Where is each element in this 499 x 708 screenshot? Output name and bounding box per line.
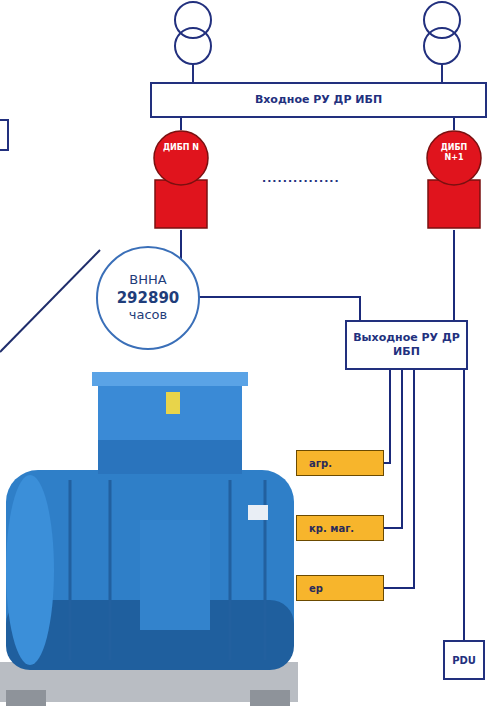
- pdu-box: PDU: [443, 640, 485, 680]
- node-text: кр. маг.: [309, 523, 354, 534]
- node-text: Входное РУ ДР ИБП: [255, 93, 382, 107]
- load-box: кр. маг.: [296, 515, 384, 541]
- callout-circle: ВННА292890часов: [96, 246, 200, 350]
- connector: [454, 118, 455, 130]
- connector: [384, 370, 402, 528]
- generator-picture: [0, 372, 298, 706]
- node-text: часов: [129, 307, 167, 323]
- leader-line: [0, 250, 100, 352]
- node-text: 292890: [117, 289, 180, 308]
- node-text: ДИБП N: [162, 143, 200, 153]
- ups-unit: ДИБП N: [152, 130, 210, 230]
- load-box: ер: [296, 575, 384, 601]
- node-text: ДИБП N+1: [435, 143, 473, 162]
- connector: [464, 370, 465, 640]
- node-text: ер: [309, 583, 323, 594]
- node-text: ВННА: [129, 272, 166, 288]
- connector: [181, 230, 360, 320]
- ups-unit: ДИБП N+1: [425, 130, 483, 230]
- connector: [454, 230, 455, 320]
- node-text: Выходное РУ ДР ИБП: [353, 331, 460, 359]
- node-text: агр.: [309, 458, 332, 469]
- switchgear-box: Входное РУ ДР ИБП: [150, 82, 487, 118]
- connector: [181, 118, 182, 130]
- transformer-symbol: [424, 2, 460, 82]
- connector: [384, 370, 414, 588]
- transformer-symbol: [175, 2, 211, 82]
- node-text: PDU: [452, 655, 476, 666]
- switchgear-box: Выходное РУ ДР ИБП: [345, 320, 468, 370]
- connector: [384, 370, 390, 463]
- load-box: агр.: [296, 450, 384, 476]
- ellipsis-label: ...............: [262, 172, 340, 185]
- box-fragment: [0, 120, 8, 150]
